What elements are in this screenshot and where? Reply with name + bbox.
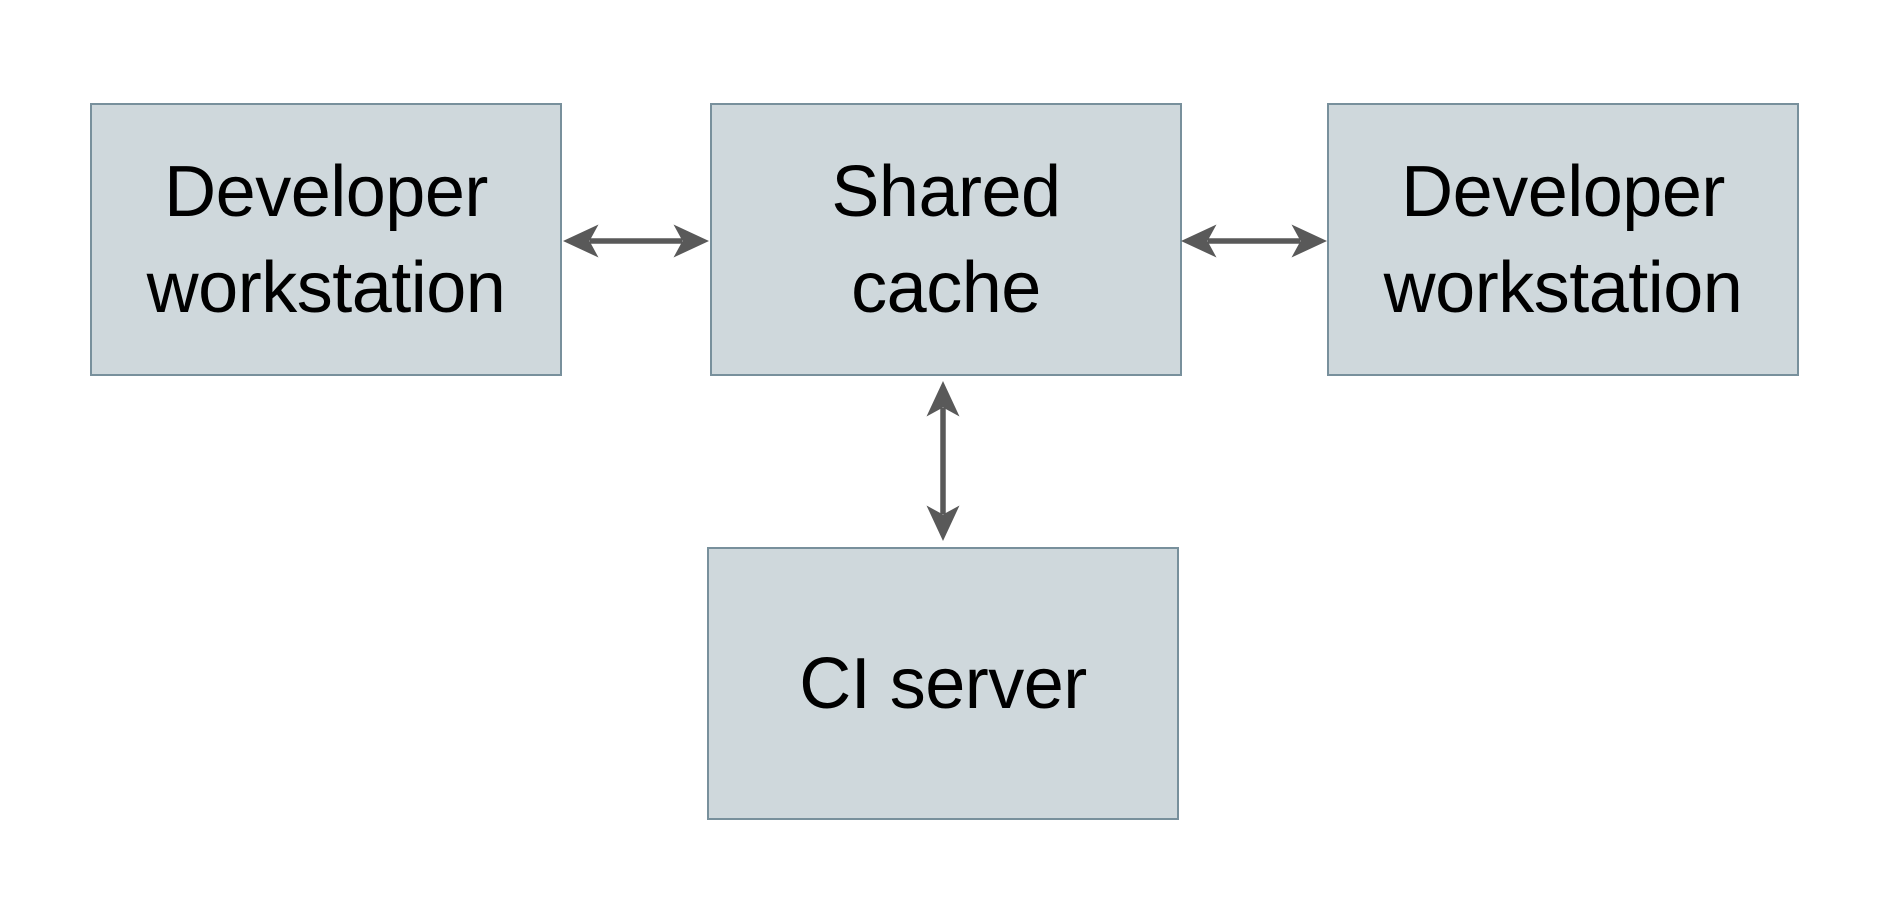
node-developer-workstation-left: Developer workstation — [90, 103, 562, 376]
node-ci-server: CI server — [707, 547, 1179, 820]
node-developer-workstation-right: Developer workstation — [1327, 103, 1799, 376]
node-label-line: cache — [851, 247, 1041, 328]
bidirectional-arrow-shared-cache-workstation-right — [1181, 224, 1327, 258]
bidirectional-arrow-workstation-left-shared-cache — [563, 224, 709, 258]
node-label-line: Developer — [164, 151, 488, 232]
node-label-line: workstation — [1383, 247, 1743, 328]
node-label-line: workstation — [146, 247, 506, 328]
node-label-line: CI server — [799, 643, 1087, 724]
node-label-line: Developer — [1401, 151, 1725, 232]
bidirectional-arrow-shared-cache-ci-server — [926, 381, 960, 541]
node-shared-cache: Shared cache — [710, 103, 1182, 376]
node-label-line: Shared — [831, 151, 1061, 232]
